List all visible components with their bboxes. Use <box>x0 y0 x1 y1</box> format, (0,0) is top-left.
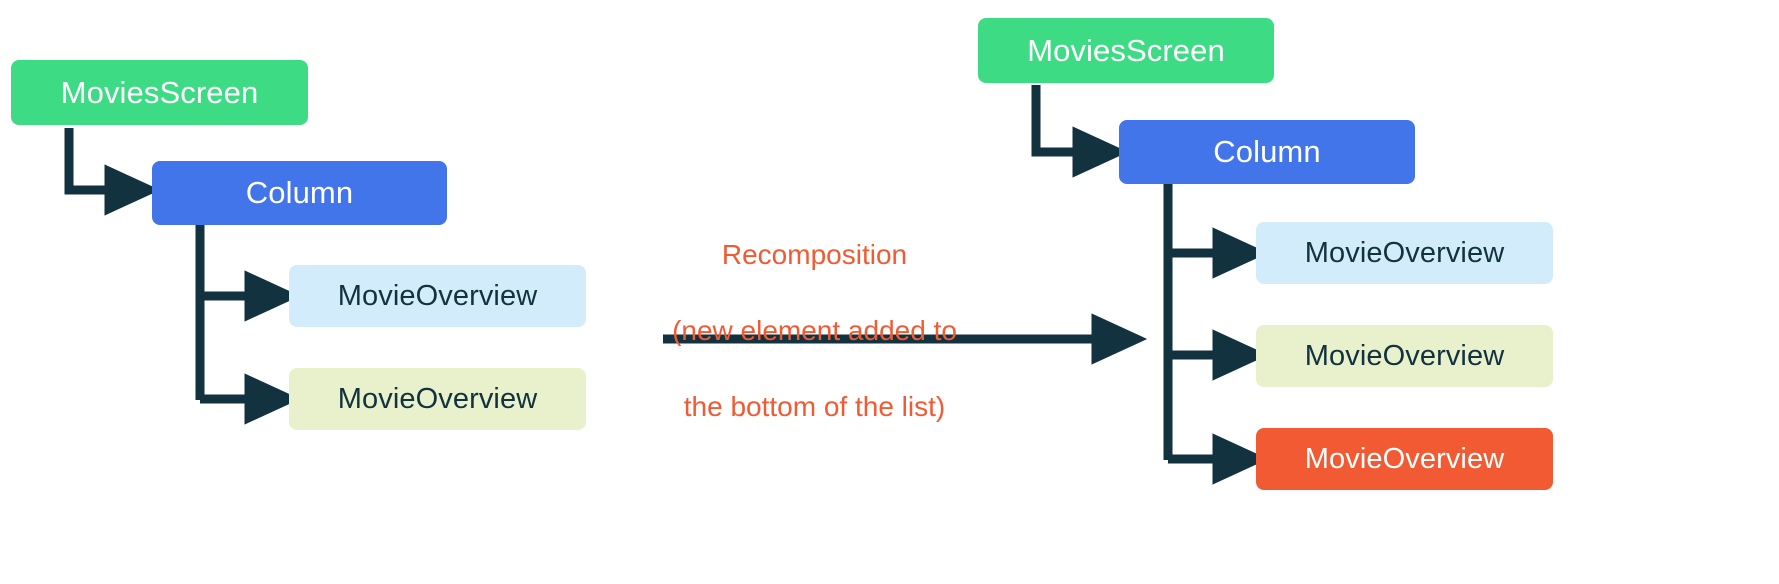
after-movie-overview-item-3-new[interactable]: MovieOverview <box>1256 428 1553 490</box>
left-column-to-children-arrows <box>195 222 301 425</box>
transition-label-line-2: (new element added to <box>672 315 957 346</box>
after-movies-screen-label: MoviesScreen <box>1027 32 1225 68</box>
left-screen-to-column-arrow <box>64 128 161 216</box>
right-screen-to-column-arrow <box>1031 85 1129 178</box>
transition-label: Recomposition (new element added to the … <box>637 198 992 464</box>
after-movie-overview-label-3: MovieOverview <box>1304 442 1505 475</box>
transition-label-line-3: the bottom of the list) <box>683 391 946 422</box>
after-movies-screen-node[interactable]: MoviesScreen <box>978 18 1274 83</box>
before-movie-overview-item-1[interactable]: MovieOverview <box>289 265 586 327</box>
before-movies-screen-node[interactable]: MoviesScreen <box>11 60 308 125</box>
right-column-to-children-arrows <box>1163 182 1269 485</box>
before-column-node[interactable]: Column <box>152 161 447 225</box>
before-movies-screen-label: MoviesScreen <box>60 74 259 110</box>
after-column-node[interactable]: Column <box>1119 120 1415 184</box>
before-movie-overview-item-2[interactable]: MovieOverview <box>289 368 586 430</box>
transition-label-line-1: Recomposition <box>721 239 908 270</box>
before-column-label: Column <box>245 175 354 210</box>
after-movie-overview-item-1[interactable]: MovieOverview <box>1256 222 1553 284</box>
after-movie-overview-label-1: MovieOverview <box>1304 236 1505 269</box>
after-movie-overview-label-2: MovieOverview <box>1304 339 1505 372</box>
after-column-label: Column <box>1213 134 1321 169</box>
before-movie-overview-label-1: MovieOverview <box>337 279 538 312</box>
before-movie-overview-label-2: MovieOverview <box>337 382 538 415</box>
after-movie-overview-item-2[interactable]: MovieOverview <box>1256 325 1553 387</box>
